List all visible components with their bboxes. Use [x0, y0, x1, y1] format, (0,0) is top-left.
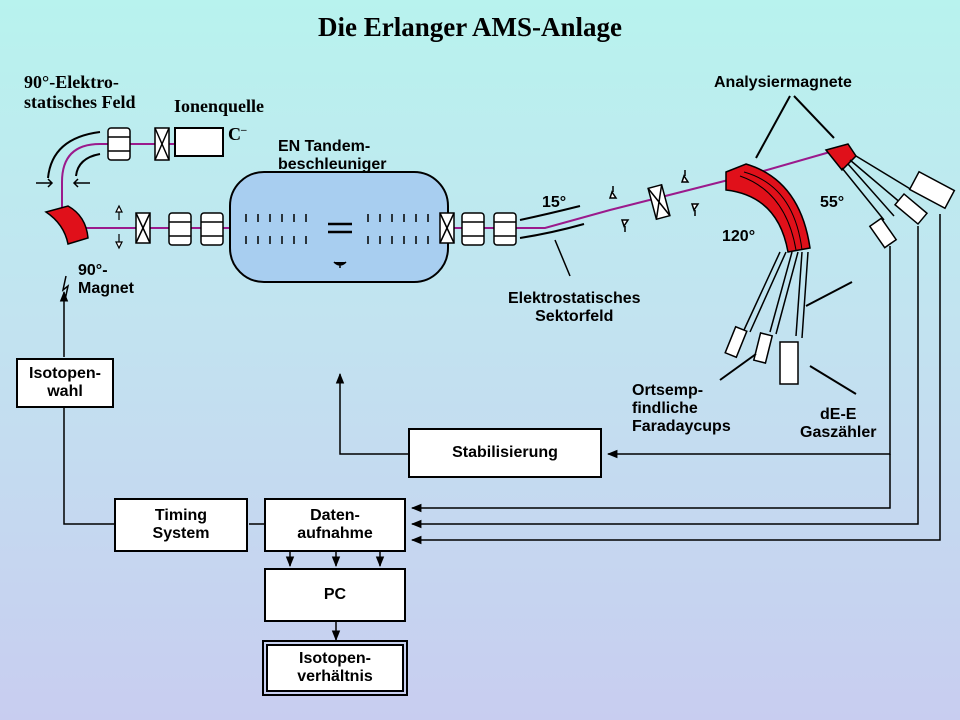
faraday-cup-tubes [724, 251, 809, 385]
isotope-select-box: Isotopen-wahl [16, 358, 114, 408]
ion-species-label: C– [228, 124, 247, 144]
analysis-magnets-label: Analysiermagnete [714, 74, 852, 91]
lens-group-injection [135, 212, 224, 246]
magnet-90 [44, 205, 89, 245]
esa-15-plates [519, 205, 585, 239]
esa-90-arcs [47, 131, 101, 179]
magnet-55 [824, 143, 857, 172]
magnet-120 [725, 163, 811, 253]
tandem-electrodes [245, 214, 429, 268]
lens-group-source [107, 127, 170, 161]
angle-15-label: 15° [542, 194, 567, 211]
data-acquisition-box: Daten-aufnahme [264, 498, 406, 552]
lens-group-hep [439, 212, 517, 246]
magnet-90-label: 90°- Magnet [78, 262, 134, 297]
stabilization-box: Stabilisierung [408, 428, 602, 478]
pc-box: PC [264, 568, 406, 622]
lens-group-analysis [608, 170, 700, 232]
magnet-120-trajectories [739, 171, 803, 251]
ion-source [174, 127, 224, 157]
page-title: Die Erlanger AMS-Anlage [318, 12, 622, 42]
angle-120-label: 120° [722, 228, 756, 245]
esa-15-pointer [554, 239, 571, 277]
label-pointers [719, 95, 857, 395]
faraday-cups-label: Ortsemp- findliche Faradaycups [632, 382, 731, 435]
steerer-arrows-left [36, 178, 90, 188]
gas-counter-label: dE-E Gaszähler [800, 406, 877, 441]
esa-90-label: 90°-Elektro- statisches Feld [24, 72, 136, 112]
angle-55-label: 55° [820, 194, 845, 211]
esa-sector-label: Elektrostatisches Sektorfeld [508, 290, 641, 325]
magnet-55-outputs [841, 155, 956, 249]
isotope-ratio-box: Isotopen-verhältnis [262, 640, 408, 696]
ion-source-label: Ionenquelle [174, 96, 265, 116]
steerer-arrows [115, 204, 123, 250]
tandem-label: EN Tandem- beschleuniger [278, 138, 387, 173]
signal-lines [59, 214, 941, 642]
